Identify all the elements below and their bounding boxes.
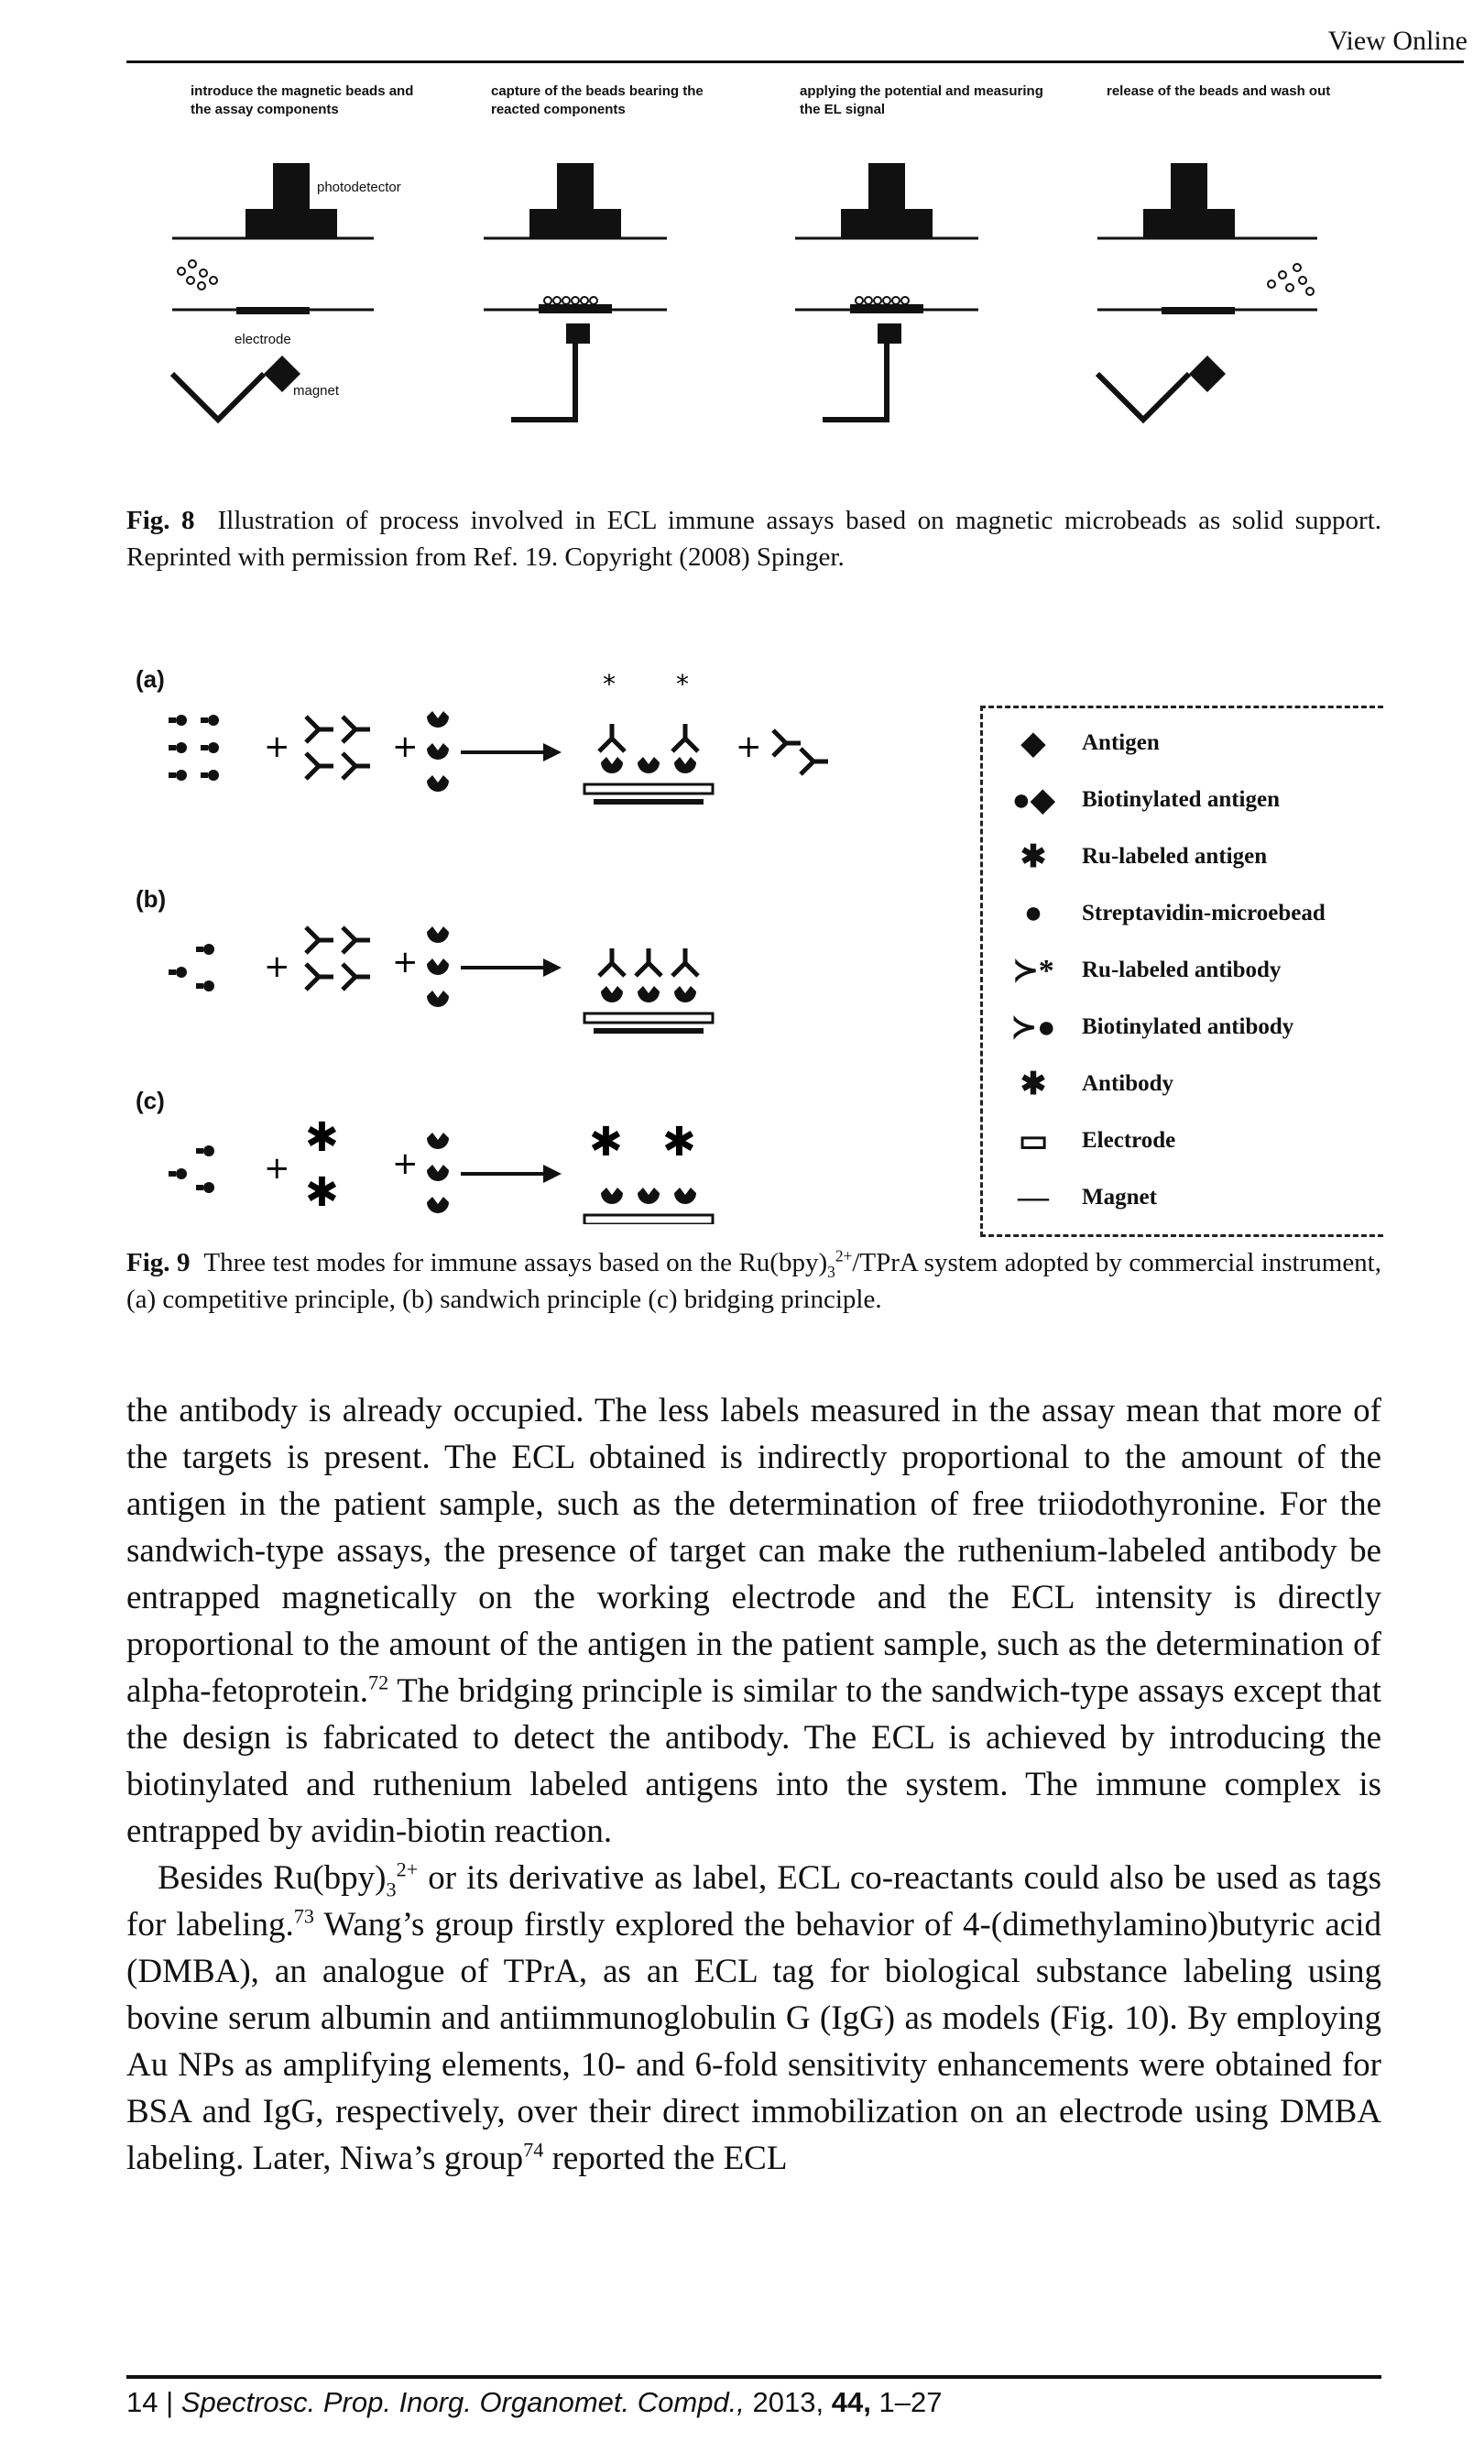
fig8-magnet-label: magnet bbox=[293, 383, 340, 399]
fig8-step-2: capture of the beads bearing the reacted… bbox=[491, 83, 704, 117]
page-footer: 14 | Spectrosc. Prop. Inorg. Organomet. … bbox=[126, 2386, 943, 2418]
fig8-photodetector-label: photodetector bbox=[317, 180, 401, 195]
fig9-diagram: + + * * + + bbox=[169, 669, 969, 1224]
legend-item-ru-labeled-antibody: ≻*Ru-labeled antibody bbox=[1001, 952, 1281, 989]
fig9-caption-label: Fig. 9 bbox=[126, 1248, 191, 1277]
legend-item-ru-labeled-antigen: ✱Ru-labeled antigen bbox=[1001, 838, 1267, 875]
fig8-panel-3 bbox=[795, 163, 978, 422]
legend-item-biotinylated-antigen: ●◆Biotinylated antigen bbox=[1001, 782, 1280, 818]
ru-labeled-antigen-icon: ✱ bbox=[1020, 840, 1047, 874]
fig9-row-label-c: (c) bbox=[136, 1087, 165, 1114]
svg-text:+: + bbox=[392, 728, 419, 765]
legend-item-streptavidin-microbead: ●Streptavidin-microebead bbox=[1001, 895, 1326, 932]
paragraph-1: the antibody is already occupied. The le… bbox=[126, 1392, 1381, 1850]
svg-text:+: + bbox=[264, 948, 290, 985]
paragraph-2: Besides Ru(bpy)32+ or its derivative as … bbox=[126, 1857, 1381, 2177]
svg-text:+: + bbox=[392, 1145, 419, 1182]
fig8-electrode-label: electrode bbox=[235, 332, 291, 347]
fig8-step-3: applying the potential and measuring the… bbox=[800, 83, 1043, 117]
antigen-icon: ◆ bbox=[1020, 727, 1046, 761]
fig9-row-a: + + * * + bbox=[169, 669, 828, 806]
svg-text:✱: ✱ bbox=[305, 1169, 339, 1216]
reference-74[interactable]: 74 bbox=[523, 2138, 544, 2162]
fig9-row-a-complex: * * bbox=[583, 669, 715, 806]
fig9-caption: Fig. 9 Three test modes for immune assay… bbox=[126, 1246, 1381, 1314]
view-online-link[interactable]: View Online bbox=[1327, 26, 1468, 56]
fig8-caption-text: Illustration of process involved in ECL … bbox=[126, 506, 1382, 572]
svg-text:+: + bbox=[736, 728, 762, 765]
fig8-step-4: release of the beads and wash out bbox=[1107, 83, 1331, 99]
svg-text:+: + bbox=[264, 1150, 290, 1187]
figure-8: introduce the magnetic beads and the ass… bbox=[126, 71, 1391, 438]
volume: 44, bbox=[831, 2386, 871, 2418]
fig9-row-label-a: (a) bbox=[136, 665, 165, 693]
streptavidin-microbead-icon: ● bbox=[1023, 896, 1043, 930]
svg-text:✱: ✱ bbox=[305, 1114, 339, 1161]
legend-item-electrode: ▭Electrode bbox=[1001, 1122, 1175, 1159]
legend-item-magnet: —Magnet bbox=[1001, 1179, 1157, 1216]
fig9-row-b: + + bbox=[169, 926, 715, 1035]
fig8-panel-1 bbox=[169, 163, 374, 424]
fig9-row-b-complex bbox=[583, 948, 715, 1035]
legend-item-antibody: ✱Antibody bbox=[1001, 1066, 1173, 1102]
footer-rule bbox=[126, 2375, 1381, 2379]
page-range: 1–27 bbox=[878, 2386, 943, 2418]
svg-text:*: * bbox=[603, 669, 616, 699]
legend-item-antigen: ◆Antigen bbox=[1001, 725, 1160, 761]
journal-name: Spectrosc. Prop. Inorg. Organomet. Compd… bbox=[180, 2386, 745, 2418]
fig8-step-1: introduce the magnetic beads and the ass… bbox=[191, 83, 414, 117]
fig9-legend: ◆Antigen ●◆Biotinylated antigen ✱Ru-labe… bbox=[980, 706, 1383, 1237]
body-text: the antibody is already occupied. The le… bbox=[126, 1387, 1381, 2182]
fig9-row-c: + ✱ ✱ + ✱ ✱ bbox=[169, 1114, 715, 1224]
fig9-row-label-b: (b) bbox=[136, 885, 167, 913]
antibody-icon: ✱ bbox=[1020, 1068, 1047, 1101]
fig8-panel-2 bbox=[484, 163, 667, 422]
fig9-row-c-complex: ✱ ✱ bbox=[583, 1119, 715, 1224]
ru-labeled-antibody-icon: ≻* bbox=[1012, 954, 1054, 988]
svg-text:*: * bbox=[676, 669, 689, 699]
svg-text:✱: ✱ bbox=[662, 1119, 696, 1166]
biotinylated-antibody-icon: ≻● bbox=[1010, 1011, 1056, 1045]
reference-73[interactable]: 73 bbox=[293, 1904, 314, 1928]
svg-text:+: + bbox=[264, 728, 290, 765]
fig8-caption: Fig. 8 Illustration of process involved … bbox=[126, 502, 1381, 575]
biotinylated-antigen-icon: ●◆ bbox=[1011, 783, 1055, 817]
figure-9: (a) (b) (c) + + bbox=[126, 656, 1409, 1224]
fig8-diagram bbox=[169, 163, 1317, 424]
page-number: 14 bbox=[126, 2386, 158, 2418]
legend-item-biotinylated-antibody: ≻●Biotinylated antibody bbox=[1001, 1009, 1293, 1046]
reference-72[interactable]: 72 bbox=[368, 1670, 389, 1694]
header-rule bbox=[126, 60, 1464, 63]
year: 2013, bbox=[752, 2386, 824, 2418]
fig8-caption-label: Fig. 8 bbox=[126, 506, 195, 535]
magnet-icon: — bbox=[1018, 1180, 1049, 1214]
svg-text:+: + bbox=[392, 944, 419, 980]
svg-text:✱: ✱ bbox=[589, 1119, 623, 1166]
fig8-panel-4 bbox=[1095, 163, 1317, 424]
electrode-icon: ▭ bbox=[1018, 1124, 1049, 1158]
